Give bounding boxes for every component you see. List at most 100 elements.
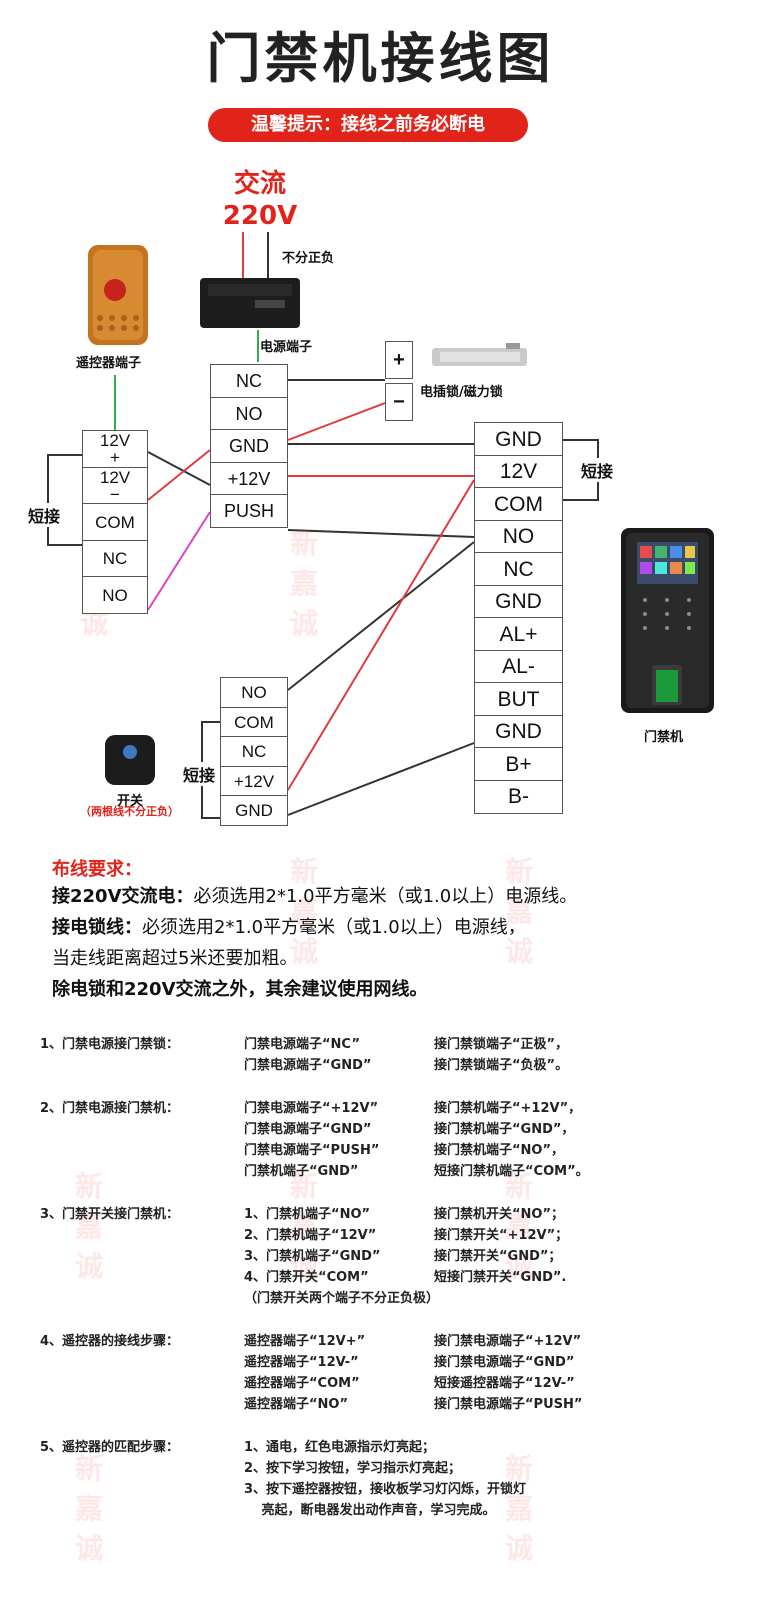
lock-plus-terminal: +: [385, 341, 413, 379]
wire-switch-no: [287, 541, 475, 691]
step-row-left: 2、门禁机端子“12V”: [244, 1228, 377, 1243]
wiring-line: 除电锁和220V交流之外，其余建议使用网线。: [52, 974, 577, 1005]
step-row: 门禁电源端子“+12V” 接门禁机端子“+12V”，: [244, 1097, 740, 1118]
device-terminal-label: B-: [508, 785, 529, 808]
wiring-heading: 布线要求：: [52, 859, 142, 880]
step-row-right: 短接遥控器端子“12V-”: [434, 1376, 575, 1391]
watermark: 新嘉诚: [75, 1452, 104, 1565]
wiring-line-text: 必须选用2*1.0平方毫米（或1.0以上）电源线，: [142, 917, 526, 938]
step-row-left: 门禁电源端子“+12V”: [244, 1101, 379, 1116]
step-row-right: 接门禁机开关“NO”；: [434, 1207, 565, 1222]
wiring-line-text: 必须选用2*1.0平方毫米（或1.0以上）电源线。: [193, 886, 578, 907]
switch-terminal-label: COM: [234, 712, 274, 732]
device-short-label: 短接: [581, 458, 614, 482]
switch-note: （两根线不分正负）: [80, 805, 179, 818]
remote-image: [88, 245, 148, 345]
lock-minus-terminal: −: [385, 383, 413, 421]
switch-terminal: +12V: [220, 765, 288, 797]
device-terminal: BUT: [474, 682, 563, 716]
power-terminal: PUSH: [210, 494, 288, 528]
device-terminal: 12V: [474, 454, 563, 489]
step-row: 4、门禁开关“COM”短接门禁开关“GND”.: [244, 1266, 740, 1287]
device-terminal-label: AL-: [502, 655, 535, 678]
step-block: 2、门禁电源接门禁机： 门禁电源端子“+12V” 接门禁机端子“+12V”，门禁电源…: [40, 1097, 740, 1181]
power-terminal-label: GND: [229, 436, 269, 456]
watermark: 新嘉诚: [290, 855, 319, 968]
lock-label: 电插锁/磁力锁: [420, 385, 503, 400]
remote-terminal-label: 12V: [99, 467, 131, 487]
wire-push-device-no: [287, 529, 475, 538]
step-heading: 3、门禁开关接门禁机：: [40, 1207, 180, 1222]
device-terminal: NC: [474, 552, 563, 586]
step-row-right: 接门禁锁端子“正极”，: [434, 1037, 569, 1052]
step-row-right: 接门禁机端子“GND”，: [434, 1122, 575, 1137]
device-terminal: COM: [474, 487, 563, 521]
device-terminal-label: B+: [505, 752, 532, 776]
wiring-line: 接电锁线：必须选用2*1.0平方毫米（或1.0以上）电源线，: [52, 912, 577, 943]
switch-terminal-label: NC: [241, 742, 267, 761]
wiring-line-bold: 除电锁和220V交流之外，其余建议使用网线。: [52, 979, 428, 1000]
power-terminal: NC: [210, 364, 288, 398]
power-terminal-label: NO: [235, 403, 263, 424]
warning-banner: 温馨提示：接线之前务必断电: [208, 108, 528, 142]
device-terminal-label: GND: [495, 590, 542, 613]
wiring-lines: 接220V交流电：必须选用2*1.0平方毫米（或1.0以上）电源线。接电锁线：必…: [52, 881, 577, 1005]
device-terminal-label: COM: [494, 492, 543, 516]
step-row-right: 接门禁开关“GND”；: [434, 1249, 562, 1264]
step-block: 5、遥控器的匹配步骤：1、通电，红色电源指示灯亮起；2、按下学习按钮，学习指示灯…: [40, 1436, 740, 1520]
remote-terminal-label: NO: [102, 585, 128, 605]
watermark: 新嘉诚: [290, 1170, 319, 1283]
step-heading: 4、遥控器的接线步骤：: [40, 1334, 180, 1349]
device-terminal-label: NO: [502, 525, 535, 548]
step-row: 遥控器端子“NO”接门禁电源端子“PUSH”: [244, 1393, 740, 1414]
ac-voltage: 220V: [222, 201, 298, 231]
device-terminal: B-: [474, 779, 563, 814]
step-row-right: 接门禁机端子“+12V”，: [434, 1101, 582, 1116]
step-row-right: 接门禁机端子“NO”，: [434, 1143, 565, 1158]
remote-terminal: COM: [82, 503, 148, 541]
device-terminal: GND: [474, 422, 563, 456]
watermark: 新嘉诚: [505, 1452, 534, 1565]
wire-switch-12v: [287, 479, 475, 791]
step-block: 3、门禁开关接门禁机： 1、门禁机端子“NO”接门禁机开关“NO”； 2、门禁机端子…: [40, 1203, 740, 1308]
device-terminal: AL+: [474, 617, 563, 651]
wiring-line-bold: 接220V交流电：: [52, 886, 194, 907]
wire-remote-12vm: [147, 449, 211, 501]
wiring-line: 当走线距离超过5米还要加粗。: [52, 943, 577, 974]
step-row-left: 3、门禁机端子“GND”: [244, 1249, 381, 1264]
switch-terminal: GND: [220, 795, 288, 826]
switch-terminal-label: GND: [235, 801, 273, 820]
exit-switch-image: [105, 735, 155, 785]
step-row: 遥控器端子“12V-”接门禁电源端子“GND”: [244, 1351, 740, 1372]
step-row: 1、门禁机端子“NO”接门禁机开关“NO”；: [244, 1203, 740, 1224]
step-row: 2、按下学习按钮，学习指示灯亮起；: [244, 1457, 740, 1478]
switch-terminal: COM: [220, 706, 288, 738]
switch-label: 开关: [117, 794, 144, 809]
wiring-line: 接220V交流电：必须选用2*1.0平方毫米（或1.0以上）电源线。: [52, 881, 577, 912]
step-row-right: 接门禁电源端子“PUSH”: [434, 1397, 583, 1412]
power-terminal-label: PUSH: [223, 501, 274, 521]
device-terminal: AL-: [474, 649, 563, 684]
watermark: 新嘉诚: [290, 527, 319, 640]
wiring-requirements: 布线要求： 接220V交流电：必须选用2*1.0平方毫米（或1.0以上）电源线。…: [52, 855, 577, 1005]
step-row-left: 3、按下遥控器按钮，接收板学习灯闪烁，开锁灯: [244, 1482, 527, 1497]
device-terminal-label: AL+: [499, 622, 538, 646]
step-row-right: 接门禁电源端子“GND”: [434, 1355, 575, 1370]
step-heading: 2、门禁电源接门禁机：: [40, 1101, 180, 1116]
power-terminal: +12V: [210, 461, 288, 496]
step-heading: 1、门禁电源接门禁锁：: [40, 1037, 180, 1052]
remote-terminal-label: +: [110, 448, 120, 467]
step-row: 亮起，断电器发出动作声音，学习完成。: [244, 1499, 740, 1520]
switch-terminal-label: NO: [241, 683, 267, 702]
step-block: 4、遥控器的接线步骤：遥控器端子“12V+”接门禁电源端子“+12V”遥控器端子…: [40, 1330, 740, 1414]
step-row-right: 短接门禁开关“GND”.: [434, 1270, 567, 1285]
switch-terminal-strip: NO COM NC +12V GND: [220, 677, 288, 826]
device-terminal-label: NC: [503, 557, 534, 581]
access-device-image: [621, 528, 714, 713]
steps-section: 1、门禁电源接门禁锁：门禁电源端子“NC”接门禁锁端子“正极”，门禁电源端子“G…: [40, 1033, 740, 1520]
page-title: 门禁机接线图: [206, 27, 555, 90]
device-terminal-label: GND: [495, 720, 542, 743]
